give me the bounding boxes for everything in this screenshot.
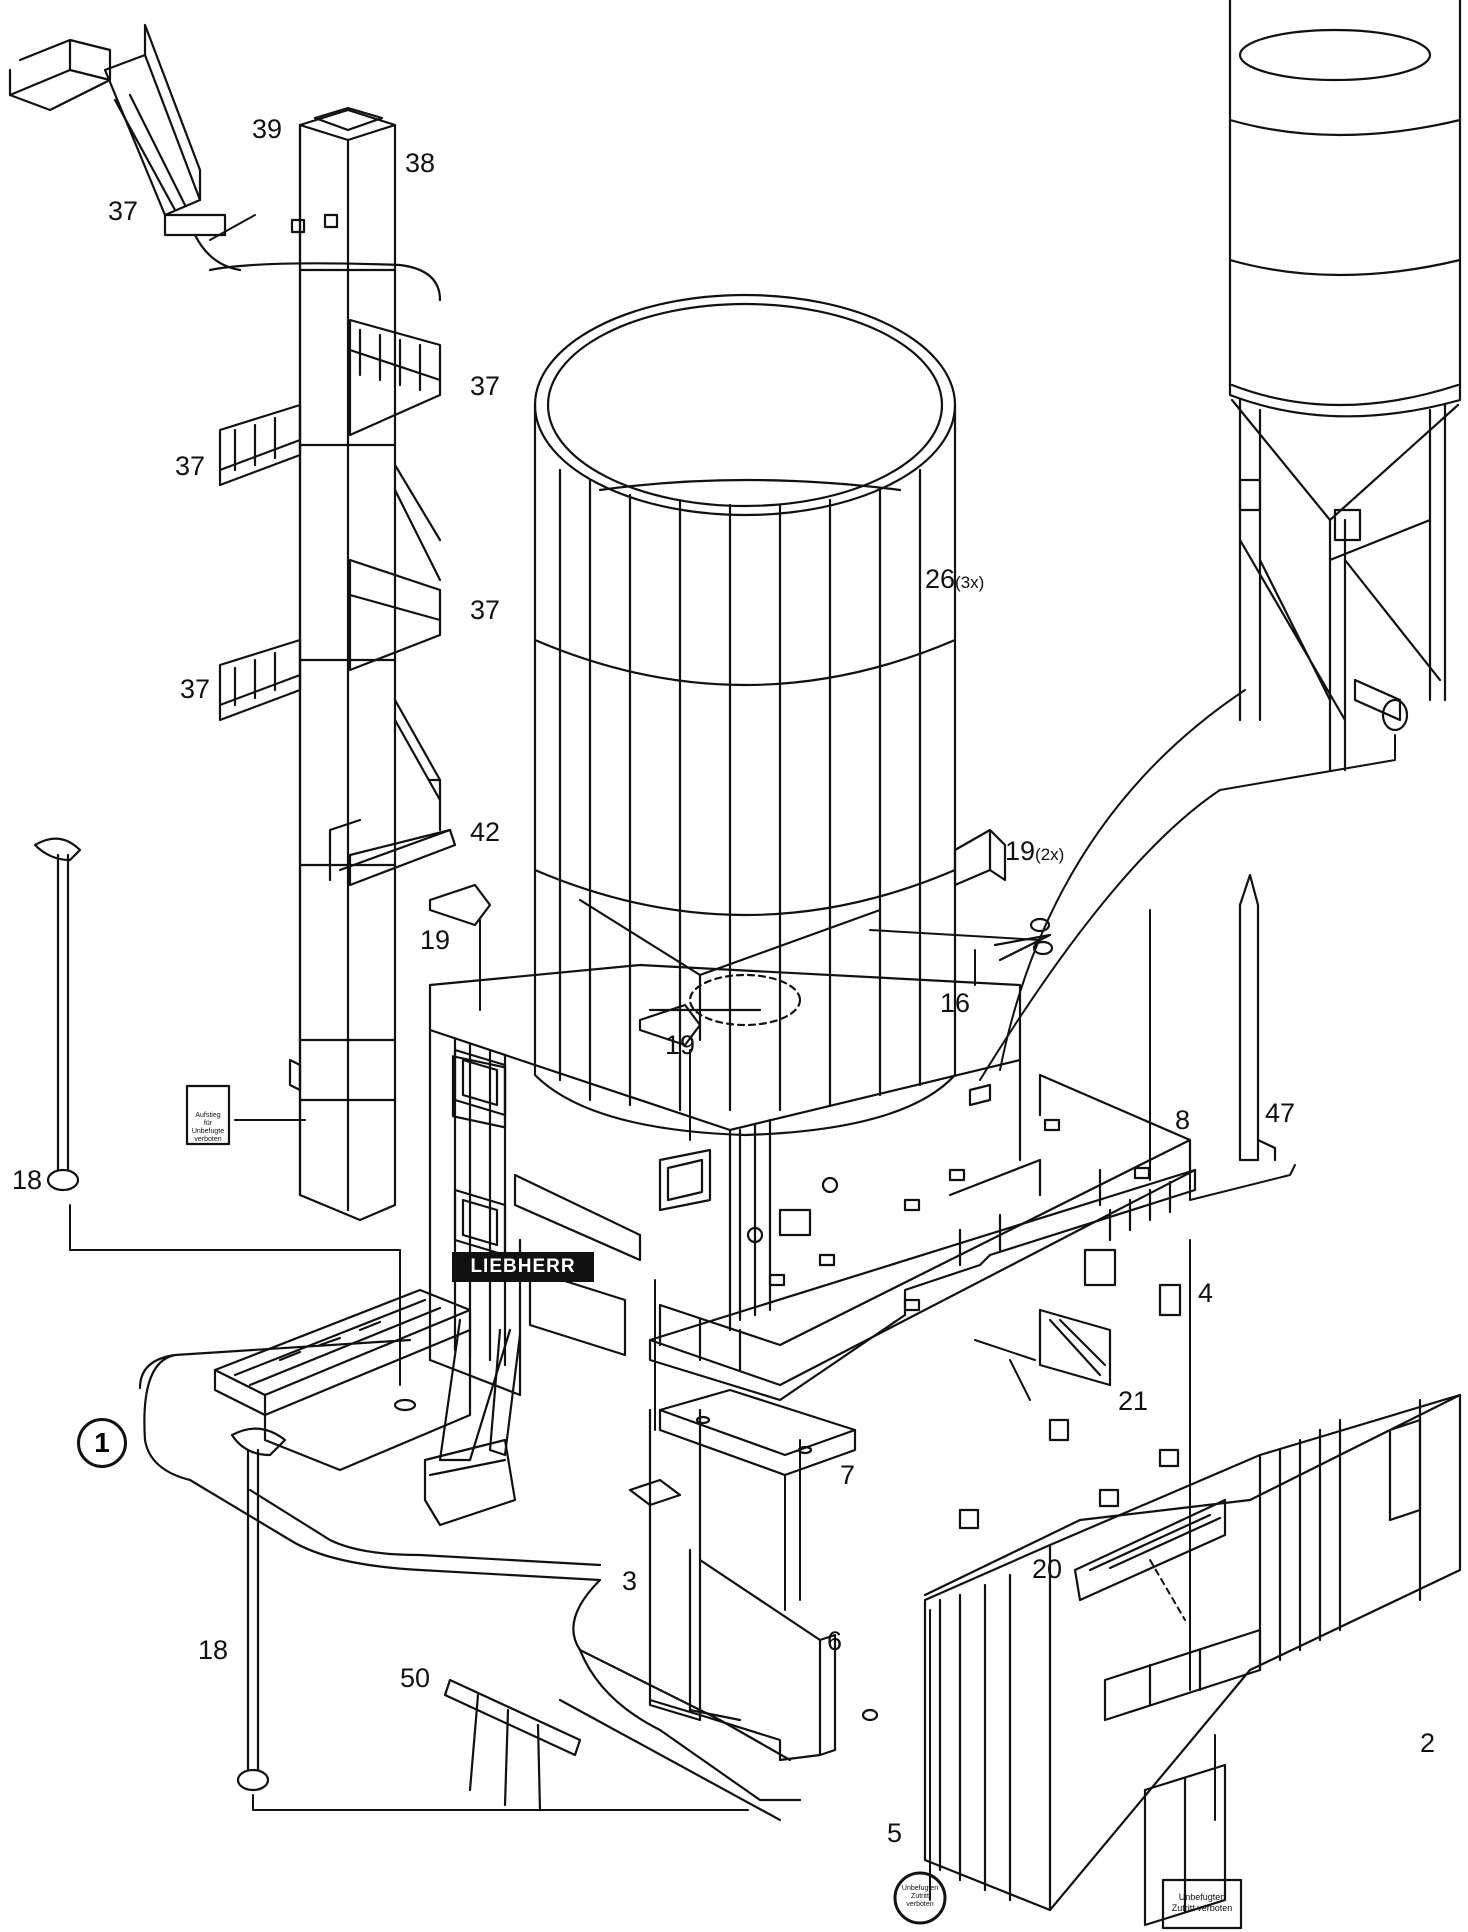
label-37-r2: 37 [470, 595, 501, 625]
label-16: 16 [940, 988, 971, 1018]
door-sign: Unbefugten Zutritt verboten [1164, 1892, 1240, 1914]
label-26-qty: (3x) [955, 573, 985, 592]
label-3: 3 [622, 1566, 638, 1596]
base-plate [138, 1338, 802, 1822]
aggregate-hopper [213, 1288, 472, 1472]
part-19-center [638, 1003, 702, 1047]
part-19-left [428, 883, 492, 927]
tower-column [208, 106, 442, 1222]
tower-sign-line-1: Aufstieg [195, 1112, 221, 1119]
label-26-number: 26 [925, 564, 956, 594]
lamp-post-left [33, 837, 82, 1192]
label-6: 6 [827, 1626, 843, 1656]
label-50: 50 [400, 1663, 431, 1693]
tower-sign-line-3: verboten [194, 1136, 222, 1143]
door-sign-plate [1161, 1878, 1243, 1930]
top-stair-platform [8, 23, 242, 272]
label-47: 47 [1265, 1098, 1296, 1128]
tower-platforms [218, 318, 457, 887]
label-19-right: 19(2x) [1005, 838, 1064, 865]
round-sign: Unbefugten Zutritt verboten [896, 1885, 944, 1909]
label-2: 2 [1420, 1728, 1436, 1758]
label-37-top: 37 [108, 196, 139, 226]
label-18-left: 18 [12, 1165, 43, 1195]
label-26: 26(3x) [925, 566, 984, 593]
label-42: 42 [470, 817, 501, 847]
label-39: 39 [252, 114, 283, 144]
lamp-post-bottom [230, 1427, 287, 1792]
bar-part-50 [443, 1678, 582, 1812]
operator-building [923, 1393, 1462, 1927]
label-5: 5 [887, 1818, 903, 1848]
door-sign-line-1: Unbefugten [1178, 1892, 1226, 1902]
label-8: 8 [1175, 1105, 1191, 1135]
control-building [428, 963, 1022, 1397]
label-37-r1: 37 [470, 371, 501, 401]
round-sign-line-1: Unbefugten [901, 1885, 939, 1892]
building-support [423, 1318, 522, 1527]
columns-and-plate [628, 1388, 879, 1762]
label-37-l2: 37 [180, 674, 211, 704]
cement-silo [1228, 0, 1462, 772]
tower-sign-line-2: für Unbefugte [191, 1120, 225, 1135]
step-number-badge: 1 [77, 1418, 127, 1468]
label-21: 21 [1118, 1386, 1149, 1416]
label-19-left: 19 [420, 925, 451, 955]
round-sign-plate [893, 1871, 947, 1925]
label-19-center: 19 [665, 1030, 696, 1060]
label-38: 38 [405, 148, 436, 178]
scissors-icon [993, 917, 1054, 962]
label-37-l1: 37 [175, 451, 206, 481]
deck-platform [648, 1073, 1197, 1402]
label-19-qty: (2x) [1035, 845, 1065, 864]
liebherr-logo: LIEBHERR [452, 1252, 594, 1282]
label-18-bottom: 18 [198, 1635, 229, 1665]
assembly-guides [69, 214, 1396, 1901]
label-19-right-number: 19 [1005, 836, 1036, 866]
part-19-right [953, 828, 1007, 887]
round-sign-line-3: verboten [906, 1901, 934, 1908]
lamp-pole-47 [1238, 873, 1277, 1162]
tower-sign-plate [185, 1084, 231, 1146]
label-7: 7 [840, 1460, 856, 1490]
label-20: 20 [1032, 1554, 1063, 1584]
small-blocks [958, 1248, 1182, 1530]
window-panel-21 [1038, 1308, 1112, 1387]
silo-cylinder [533, 293, 957, 1137]
round-sign-line-2: Zutritt [911, 1893, 929, 1900]
tower-sign: Aufstieg für Unbefugte verboten [188, 1112, 228, 1144]
label-4: 4 [1198, 1278, 1214, 1308]
door-sign-line-2: Zutritt verboten [1171, 1903, 1233, 1913]
window-panel-20 [1073, 1498, 1227, 1602]
